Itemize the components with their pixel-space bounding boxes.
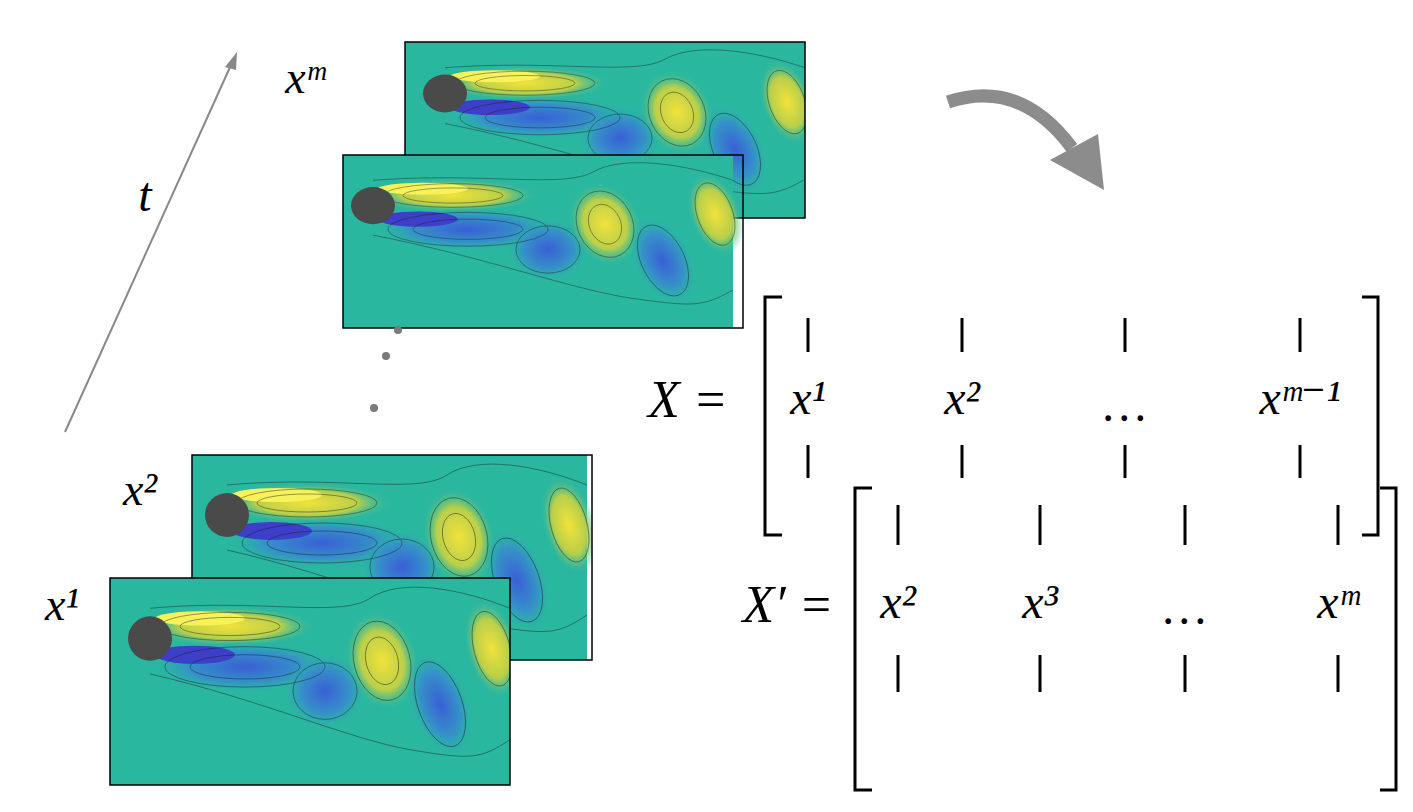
- matrix-column: x³: [1022, 578, 1058, 626]
- snapshot-label: x¹: [45, 582, 79, 628]
- matrix-column: x²: [880, 578, 916, 626]
- matrix-ellipsis: …: [1104, 381, 1147, 429]
- matrix-column: xᵐ: [1317, 578, 1358, 626]
- matrix-column: x¹: [790, 374, 826, 422]
- matrix-ellipsis: …: [1164, 584, 1207, 632]
- matrix-column: x²: [944, 374, 980, 422]
- matrix-name: X′ =: [742, 579, 833, 631]
- matrix-column: xᵐ⁻¹: [1259, 374, 1340, 422]
- snapshot-label: xᵐ: [285, 55, 325, 101]
- snapshot-label: x²: [123, 467, 157, 513]
- time-axis-label: t: [138, 171, 151, 219]
- matrix-name: X =: [648, 374, 728, 426]
